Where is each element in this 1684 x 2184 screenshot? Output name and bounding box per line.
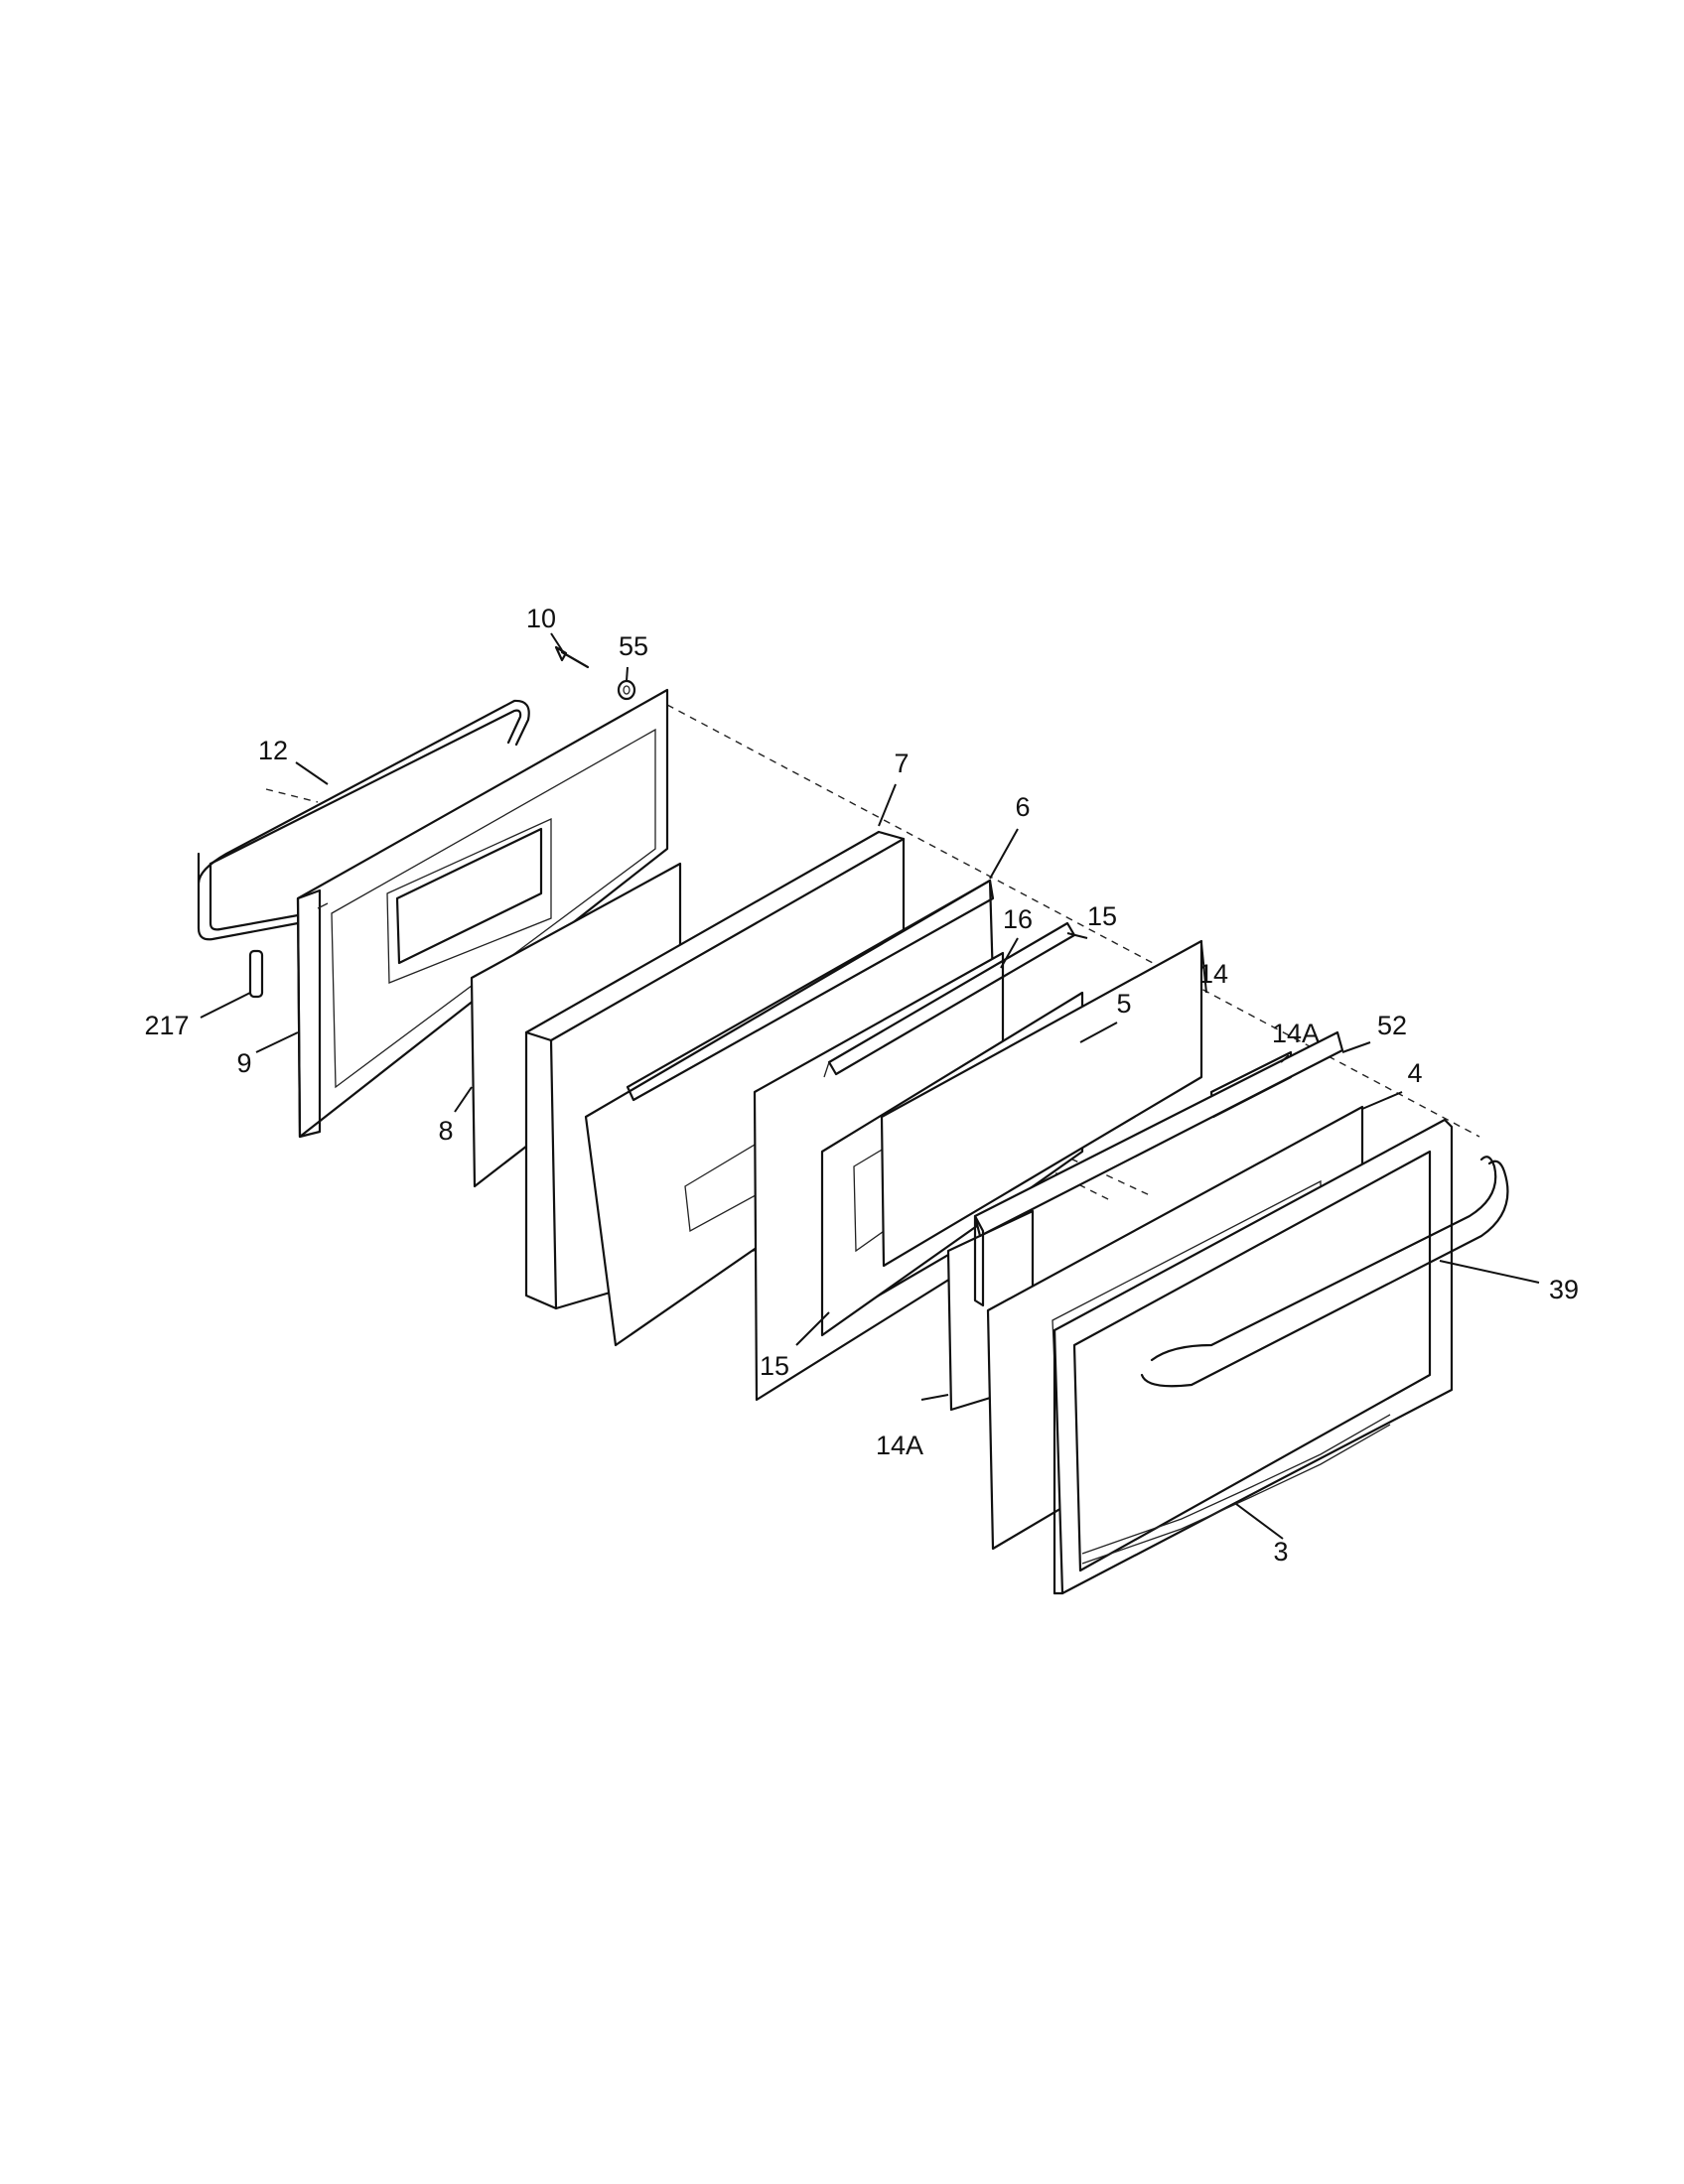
callout-9: 9 (236, 1048, 251, 1078)
callout-217: 217 (144, 1011, 189, 1040)
callout-15-upper: 15 (1087, 901, 1117, 931)
door-gasket (197, 699, 530, 941)
callout-4: 4 (1407, 1058, 1422, 1088)
callout-6: 6 (1015, 792, 1030, 822)
callout-55: 55 (619, 631, 648, 661)
callout-labels: 10 55 12 7 6 16 15 14 5 14A 52 4 217 9 8… (144, 604, 1579, 1567)
callout-7: 7 (894, 749, 909, 778)
callout-10: 10 (526, 604, 556, 633)
small-clip (248, 949, 264, 999)
callout-5: 5 (1116, 989, 1131, 1019)
callout-8: 8 (438, 1116, 453, 1146)
callout-3: 3 (1273, 1537, 1288, 1567)
callout-15-lower: 15 (760, 1351, 789, 1381)
trim-bracket (973, 1030, 1344, 1307)
callout-14a-lower: 14A (876, 1431, 923, 1460)
outer-door-frame (1052, 1118, 1454, 1595)
screw (554, 645, 590, 669)
callout-14a-upper: 14A (1272, 1019, 1320, 1048)
callout-16: 16 (1003, 904, 1033, 934)
callout-14: 14 (1198, 959, 1228, 989)
washer (617, 679, 636, 701)
leader-lines (200, 632, 1540, 1540)
inner-door-liner (296, 688, 669, 1139)
callout-39: 39 (1549, 1275, 1579, 1304)
callout-52: 52 (1377, 1011, 1407, 1040)
callout-12: 12 (258, 736, 288, 765)
door-handle (1140, 1156, 1509, 1388)
glass-pane (880, 939, 1203, 1268)
